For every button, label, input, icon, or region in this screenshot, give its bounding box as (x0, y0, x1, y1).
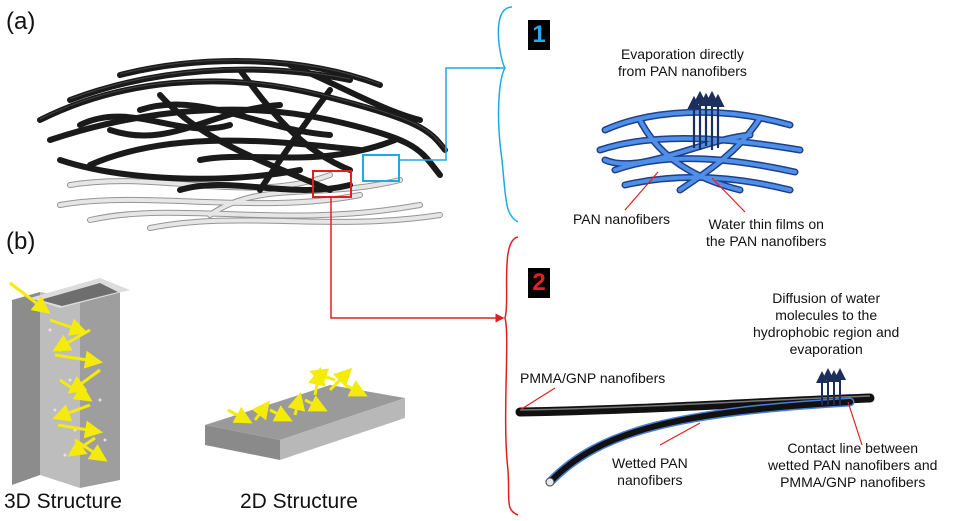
nanofiber-mat (37, 58, 448, 231)
evaporation-caption: Evaporation directly from PAN nanofibers (618, 46, 747, 79)
badge-1: 1 (528, 20, 550, 50)
diffusion-label: Diffusion of water molecules to the hydr… (753, 290, 900, 357)
3d-structure-illustration (9, 278, 130, 488)
water-thin-films-label: Water thin films on the PAN nanofibers (706, 216, 827, 249)
contact-line-label: Contact line between wetted PAN nanofibe… (768, 440, 938, 490)
pmma-pan-fibers (515, 368, 875, 487)
2d-structure-illustration (205, 367, 405, 460)
2d-structure-caption: 2D Structure (240, 490, 358, 513)
pan-nanofibers-label: PAN nanofibers (573, 211, 671, 227)
badge-2: 2 (528, 268, 550, 298)
pan-nanofiber-mat (596, 90, 804, 213)
3d-structure-caption: 3D Structure (4, 490, 122, 513)
pmma-gnp-label: PMMA/GNP nanofibers (520, 370, 666, 386)
wetted-pan-label: Wetted PAN nanofibers (612, 455, 688, 488)
panel-label-b: (b) (6, 228, 36, 255)
connector-red (330, 197, 519, 516)
connector-cyan (399, 6, 519, 223)
panel-label-a: (a) (6, 8, 36, 35)
